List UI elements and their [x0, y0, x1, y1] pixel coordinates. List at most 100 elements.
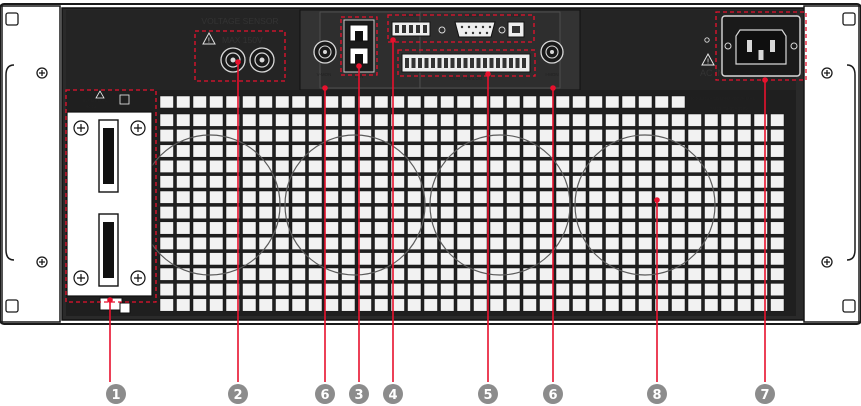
- vent-slot: [423, 267, 438, 281]
- vent-slot: [225, 236, 240, 250]
- ground-symbol-icon: [119, 94, 130, 105]
- trigger-terminal-block: TRIG / ANALOG: [401, 53, 531, 81]
- vent-slot: [159, 113, 174, 127]
- vent-slot: [192, 113, 207, 127]
- vent-slot: [539, 252, 554, 266]
- vent-slot: [291, 236, 306, 250]
- vent-slot: [209, 190, 224, 204]
- vent-slot: [753, 190, 768, 204]
- screw-icon: [130, 120, 146, 136]
- vent-slot: [440, 267, 455, 281]
- vent-slot: [654, 159, 669, 173]
- vent-slot: [572, 144, 587, 158]
- vent-slot: [456, 236, 471, 250]
- vent-slot: [390, 159, 405, 173]
- vent-slot: [687, 206, 702, 220]
- vent-slot: [357, 283, 372, 297]
- vent-slot: [440, 252, 455, 266]
- vent-slot: [473, 175, 488, 189]
- vent-slot: [225, 113, 240, 127]
- vent-slot: [357, 236, 372, 250]
- vent-slot: [159, 283, 174, 297]
- vent-slot: [225, 144, 240, 158]
- callout-badge: 1: [106, 384, 126, 404]
- vent-slot: [242, 113, 257, 127]
- vent-slot: [176, 113, 191, 127]
- vent-slot: [473, 206, 488, 220]
- vent-slot: [654, 95, 669, 109]
- callout-box-5: [397, 49, 536, 77]
- v-mon-label: V-MON: [317, 72, 332, 77]
- vent-slot: [770, 252, 785, 266]
- vent-slot: [456, 175, 471, 189]
- vent-slot: [555, 129, 570, 143]
- terminal-pin: [489, 58, 494, 68]
- vent-slot: [390, 252, 405, 266]
- vent-slot: [291, 95, 306, 109]
- vent-slot: [242, 175, 257, 189]
- rack-handle-icon: [5, 64, 15, 261]
- vent-slot: [522, 113, 537, 127]
- vent-slot: [308, 252, 323, 266]
- vent-slot: [258, 298, 273, 312]
- vent-slot: [605, 283, 620, 297]
- terminal-pin: [411, 58, 416, 68]
- vent-slot: [638, 267, 653, 281]
- vent-slot: [374, 175, 389, 189]
- vent-slot: [753, 221, 768, 235]
- vent-slot: [374, 144, 389, 158]
- vent-slot: [423, 144, 438, 158]
- vent-slot: [308, 175, 323, 189]
- vent-slot: [159, 159, 174, 173]
- vent-slot: [720, 159, 735, 173]
- terminal-pin: [457, 58, 461, 68]
- vent-slot: [572, 252, 587, 266]
- vent-slot: [704, 113, 719, 127]
- vent-slot: [654, 236, 669, 250]
- vent-slot: [555, 159, 570, 173]
- vent-slot: [539, 159, 554, 173]
- terminal-pin: [515, 58, 520, 68]
- vent-slot: [770, 221, 785, 235]
- vent-slot: [192, 206, 207, 220]
- vent-slot: [522, 175, 537, 189]
- upper-panel: [66, 9, 796, 91]
- vent-slot: [720, 129, 735, 143]
- vent-slot: [423, 113, 438, 127]
- vent-slot: [258, 236, 273, 250]
- vent-slot: [671, 95, 686, 109]
- vent-slot: [770, 206, 785, 220]
- vent-slot: [638, 283, 653, 297]
- input-max-value: 600V: [86, 104, 97, 109]
- vent-slot: [588, 283, 603, 297]
- voltage-sensor-block: VOLTAGE SENSOR ! MAX 150V: [201, 16, 279, 73]
- vent-slot: [704, 159, 719, 173]
- vent-slot: [539, 267, 554, 281]
- vent-slot: [176, 283, 191, 297]
- terminal-pin: [470, 58, 474, 68]
- svg-text:!: !: [707, 58, 710, 66]
- vent-slot: [522, 298, 537, 312]
- vent-slot: [324, 206, 339, 220]
- vent-slot: [275, 144, 290, 158]
- vent-slot: [440, 144, 455, 158]
- vent-slot: [737, 298, 752, 312]
- vent-slot: [638, 206, 653, 220]
- vent-slot: [225, 175, 240, 189]
- svg-text:5: 5: [483, 388, 492, 403]
- vent-slot: [671, 206, 686, 220]
- vent-slot: [506, 159, 521, 173]
- vent-slot: [654, 175, 669, 189]
- vent-slot: [423, 159, 438, 173]
- i-mon-connector: I-MON: [540, 40, 564, 77]
- ac-input-block: ! AC INPUT: [700, 15, 801, 78]
- vent-slot: [522, 95, 537, 109]
- vent-slot: [407, 236, 422, 250]
- vent-slot: [407, 206, 422, 220]
- vent-slot: [159, 95, 174, 109]
- vent-slot: [671, 159, 686, 173]
- svg-text:1: 1: [111, 388, 120, 403]
- vent-slot: [374, 206, 389, 220]
- vent-slot: [770, 113, 785, 127]
- vent-slot: [770, 144, 785, 158]
